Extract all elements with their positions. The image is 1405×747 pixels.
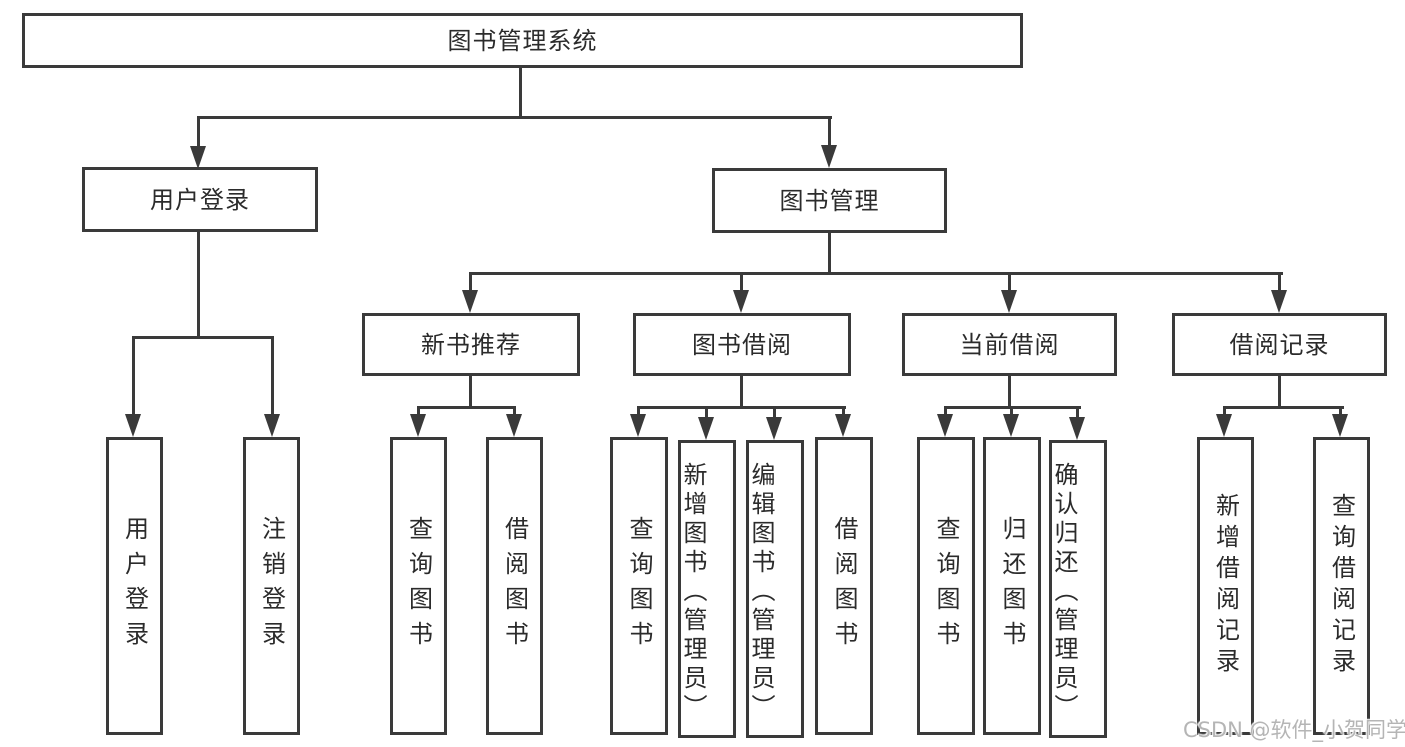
connector-stem-current: [1008, 272, 1011, 294]
node-root-label: 图书管理系统: [447, 26, 598, 55]
node-book-borrowing: 图书借阅: [633, 313, 851, 376]
connector-login-horizontal: [132, 336, 274, 339]
connector-borrowing-stub: [740, 374, 743, 409]
leaf-query-borrow-record: 查询借阅记录: [1313, 437, 1370, 735]
connector-stem-newbook: [469, 272, 472, 294]
connector-stem-add-books: [705, 406, 708, 420]
arrowhead-query-record: [1332, 414, 1348, 437]
leaf-add-borrow-record: 新增借阅记录: [1197, 437, 1254, 735]
leaf-add-books-admin-label: 新增图书（管理员）: [679, 462, 707, 723]
leaf-edit-books-admin: 编辑图书（管理员）: [746, 440, 804, 738]
node-current-borrowing-label: 当前借阅: [959, 330, 1060, 359]
leaf-logout-label: 注销登录: [257, 516, 286, 656]
leaf-add-borrow-record-label: 新增借阅记录: [1211, 493, 1240, 679]
leaf-query-books-current-label: 查询图书: [932, 516, 960, 656]
connector-stem-return-books: [1010, 406, 1013, 418]
connector-newbook-horizontal: [417, 406, 516, 409]
arrowhead-query-borrowing: [630, 414, 646, 437]
leaf-borrow-books-borrowing-label: 借阅图书: [830, 516, 858, 656]
leaf-borrow-books-borrowing: 借阅图书: [815, 437, 873, 735]
arrowhead-leaf-user-login: [125, 414, 141, 437]
leaf-confirm-return-admin-label: 确认归还（管理员）: [1050, 462, 1078, 723]
leaf-query-books-current: 查询图书: [917, 437, 975, 735]
arrowhead-add-books: [698, 417, 714, 440]
leaf-return-books: 归还图书: [983, 437, 1041, 735]
arrowhead-add-record: [1216, 414, 1232, 437]
connector-stem-query-record: [1339, 406, 1342, 418]
connector-login-stub: [197, 230, 200, 339]
node-user-login: 用户登录: [82, 167, 318, 232]
connector-current-stub: [1008, 374, 1011, 409]
leaf-add-books-admin: 新增图书（管理员）: [678, 440, 736, 738]
arrowhead-borrow-books: [835, 414, 851, 437]
arrowhead-query-newbook: [410, 414, 426, 437]
connector-stem-add-record: [1223, 406, 1226, 418]
connector-newbook-stub: [469, 374, 472, 409]
leaf-return-books-label: 归还图书: [998, 516, 1026, 656]
node-user-login-label: 用户登录: [150, 185, 250, 214]
arrowhead-confirm-return: [1069, 417, 1085, 440]
connector-stem-edit-books: [773, 406, 776, 420]
arrowhead-borrowing: [733, 290, 749, 313]
node-new-book-recommend: 新书推荐: [362, 313, 580, 376]
leaf-edit-books-admin-label: 编辑图书（管理员）: [747, 462, 775, 723]
arrowhead-book-management: [821, 145, 837, 168]
arrowhead-records: [1271, 290, 1287, 313]
connector-level2-horizontal: [469, 272, 1283, 275]
node-new-book-recommend-label: 新书推荐: [421, 330, 521, 359]
leaf-logout: 注销登录: [243, 437, 300, 735]
connector-level1-horizontal: [197, 116, 832, 119]
connector-records-horizontal: [1223, 406, 1344, 409]
arrowhead-edit-books: [766, 417, 782, 440]
node-root: 图书管理系统: [22, 13, 1023, 68]
arrowhead-query-current: [937, 414, 953, 437]
node-borrow-records-label: 借阅记录: [1229, 330, 1330, 359]
watermark: CSDN @软件_小贺同学: [1183, 718, 1405, 742]
leaf-confirm-return-admin: 确认归还（管理员）: [1049, 440, 1107, 738]
connector-stem-leaf-logout: [271, 336, 274, 418]
connector-stem-borrowing: [740, 272, 743, 294]
node-book-management-label: 图书管理: [779, 186, 880, 215]
connector-records-stub: [1278, 374, 1281, 409]
node-book-borrowing-label: 图书借阅: [692, 330, 792, 359]
arrowhead-return-books: [1003, 414, 1019, 437]
connector-stem-query-borrowing: [637, 406, 640, 418]
leaf-query-books-borrowing: 查询图书: [610, 437, 668, 735]
node-borrow-records: 借阅记录: [1172, 313, 1387, 376]
leaf-user-login-label: 用户登录: [120, 516, 149, 656]
connector-stem-user-login: [197, 116, 200, 150]
leaf-query-borrow-record-label: 查询借阅记录: [1327, 493, 1356, 679]
connector-stem-records: [1278, 272, 1281, 294]
connector-root-stub: [519, 66, 522, 118]
connector-stem-borrow-books: [842, 406, 845, 418]
arrowhead-user-login: [190, 146, 206, 169]
connector-stem-query-current: [944, 406, 947, 418]
arrowhead-leaf-logout: [264, 414, 280, 437]
leaf-borrow-books-newbook: 借阅图书: [486, 437, 543, 735]
connector-stem-confirm-return: [1076, 406, 1079, 420]
node-book-management: 图书管理: [712, 168, 947, 233]
arrowhead-borrow-newbook: [506, 414, 522, 437]
leaf-query-books-newbook-label: 查询图书: [404, 516, 433, 656]
connector-stem-book-management: [828, 116, 831, 149]
node-current-borrowing: 当前借阅: [902, 313, 1117, 376]
connector-mgmt-stub: [828, 231, 831, 275]
leaf-query-books-borrowing-label: 查询图书: [625, 516, 653, 656]
connector-stem-query-newbook: [417, 406, 420, 418]
connector-borrowing-horizontal: [637, 406, 846, 409]
connector-stem-borrow-newbook: [513, 406, 516, 418]
arrowhead-current: [1001, 290, 1017, 313]
leaf-borrow-books-newbook-label: 借阅图书: [500, 516, 529, 656]
leaf-user-login: 用户登录: [106, 437, 163, 735]
connector-stem-leaf-user-login: [132, 336, 135, 418]
arrowhead-newbook: [462, 290, 478, 313]
leaf-query-books-newbook: 查询图书: [390, 437, 447, 735]
